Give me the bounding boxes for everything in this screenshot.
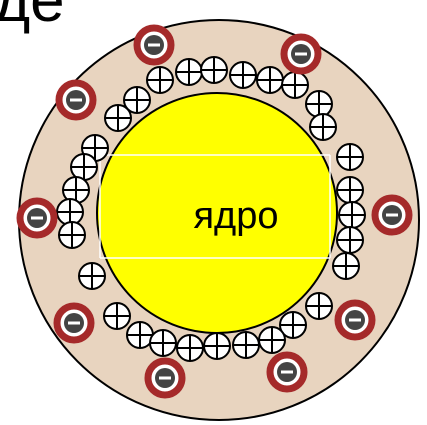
proton-27 [150, 330, 176, 356]
electron-6 [57, 306, 91, 340]
electron-8 [148, 361, 182, 395]
electron-3 [59, 83, 93, 117]
proton-5 [257, 67, 283, 93]
proton-12 [337, 144, 363, 170]
proton-26 [259, 327, 285, 353]
electron-1 [137, 28, 171, 62]
proton-2 [176, 59, 202, 85]
proton-28 [233, 332, 259, 358]
proton-1 [147, 67, 173, 93]
electron-9 [270, 355, 304, 389]
electron-2 [284, 37, 318, 71]
proton-19 [59, 222, 85, 248]
electron-7 [338, 303, 372, 337]
proton-6 [282, 72, 308, 98]
proton-9 [105, 105, 131, 131]
electron-4 [20, 201, 54, 235]
proton-22 [306, 293, 332, 319]
proton-14 [337, 177, 363, 203]
proton-30 [204, 333, 230, 359]
proton-29 [177, 335, 203, 361]
proton-16 [339, 202, 365, 228]
electron-5 [375, 198, 409, 232]
proton-4 [230, 62, 256, 88]
nucleus: ядро [97, 93, 337, 333]
proton-21 [79, 263, 105, 289]
proton-23 [104, 303, 130, 329]
proton-17 [57, 199, 83, 225]
proton-8 [306, 91, 332, 117]
nucleus-label: ядро [193, 195, 278, 237]
proton-18 [337, 227, 363, 253]
proton-3 [201, 57, 227, 83]
proton-20 [333, 253, 359, 279]
proton-10 [310, 114, 336, 140]
